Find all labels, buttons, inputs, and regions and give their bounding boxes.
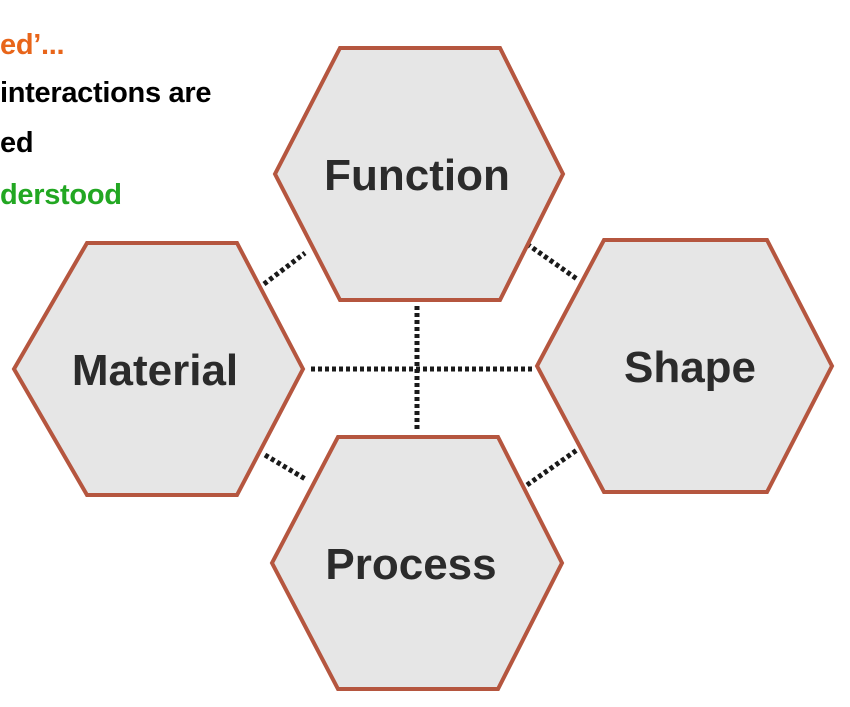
slide-text-block: ed’... interactions are ed derstood [0,0,400,240]
node-label-process: Process [325,540,496,589]
node-label-function: Function [324,151,510,200]
node-process: Process [269,435,565,691]
connectors [262,241,579,488]
node-label-material: Material [72,346,238,395]
text-line-1: ed’... [0,29,65,61]
text-line-2: interactions are [0,77,212,109]
node-material: Material [11,241,306,497]
hexagon-shape [534,238,835,494]
hexagon-process [269,435,565,691]
text-line-3: ed [0,127,34,159]
node-function: Function [272,46,566,302]
node-label-shape: Shape [624,343,756,392]
text-line-4: derstood [0,179,122,211]
node-shape: Shape [534,238,835,494]
connector-function-shape [525,241,579,282]
connector-material-process [263,452,309,483]
hexagon-material [11,241,306,497]
connector-function-material [262,251,307,286]
hexagon-function [272,46,566,302]
connector-shape-process [525,447,579,488]
